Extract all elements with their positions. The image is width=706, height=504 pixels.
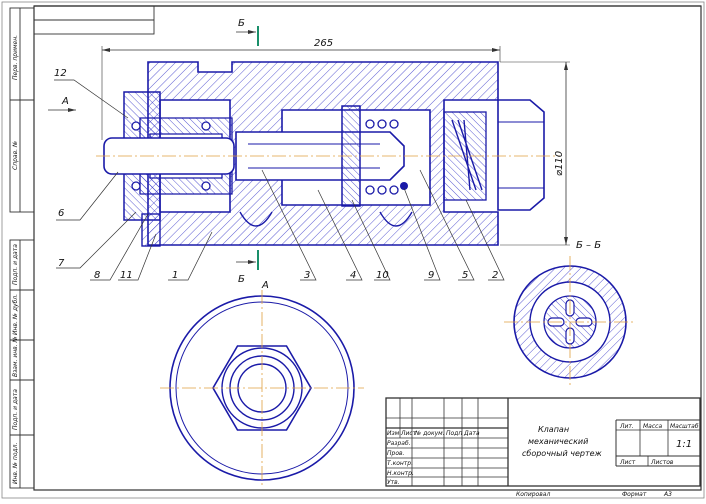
part-label-7: 7 [58,258,65,269]
strip-sprav: Справ. № [12,141,19,170]
main-section-view [96,61,560,247]
copied-by: Копировал [516,491,550,498]
part-labels: 12 6 7 8 11 1 3 4 10 9 5 2 [54,68,498,281]
dimension-diameter: ⌀110 [500,61,570,246]
tb-col-date: Дата [463,430,480,437]
tb-title-line2: механический [528,437,588,446]
strip-inv-dubl: Инв. № дубл. [12,294,19,335]
section-markers: Б Б А [48,18,259,285]
part-label-9: 9 [428,270,434,281]
section-letter-top: Б [238,18,245,29]
view-a: А [160,280,364,486]
left-strip: Перв. примен. Справ. № Подп. и дата Инв.… [9,7,35,489]
part-label-10: 10 [376,270,389,281]
tb-listov: Листов [650,459,674,466]
tb-row-utv: Утв. [387,479,400,486]
part-label-1: 1 [172,270,178,281]
part-label-6: 6 [58,208,64,219]
tb-masshtab: Масштаб [670,423,699,430]
part-label-8: 8 [94,270,100,281]
strip-podp-data-2: Подп. и дата [12,389,19,430]
section-b-b-label: Б – Б [576,240,601,251]
tb-col-sign: Подп [446,430,462,437]
tb-row-razrab: Разраб. [387,440,411,447]
strip-inv-podl: Инв. № подл. [12,443,19,484]
tb-row-nkontr: Н.контр. [387,470,414,477]
dim-d110: ⌀110 [554,151,565,176]
title-block: Изм Лист № докум. Подп Дата Разраб. Пров… [385,397,701,487]
dimension-length: 265 [101,38,501,140]
part-leaders [54,79,505,281]
tb-scale-value: 1:1 [676,439,692,450]
part-label-2: 2 [492,270,498,281]
view-a-arrow-label: А [61,96,69,107]
tb-col-list: Лист [400,430,417,437]
tb-title-line3: сборочный чертеж [522,449,603,458]
part-label-3: 3 [304,270,310,281]
strip-vzam-inv: Взам. инв. № [12,336,19,377]
top-corner-table [33,5,155,35]
part-label-12: 12 [54,68,67,79]
view-a-label: А [261,280,269,291]
tb-lit: Лит. [619,423,634,430]
tb-title-line1: Клапан [538,425,569,434]
tb-row-tkontr: Т.контр. [387,460,413,467]
part-label-11: 11 [120,270,133,281]
format-label: Формат [622,491,647,498]
dim-265: 265 [314,38,333,49]
tb-col-doc: № докум. [414,430,445,437]
format-value: А3 [663,491,672,498]
part-label-5: 5 [462,270,468,281]
tb-row-prov: Пров. [387,450,405,457]
part-label-4: 4 [350,270,356,281]
strip-perv-primen: Перв. примен. [12,35,19,80]
tb-list: Лист [619,459,636,466]
sheet-captions: Копировал Формат А3 [516,491,672,498]
tb-col-izm: Изм [387,430,400,437]
tb-massa: Масса [643,423,662,430]
strip-podp-data-1: Подп. и дата [12,244,19,285]
section-letter-bottom: Б [238,274,245,285]
section-b-b: Б – Б [504,240,636,388]
